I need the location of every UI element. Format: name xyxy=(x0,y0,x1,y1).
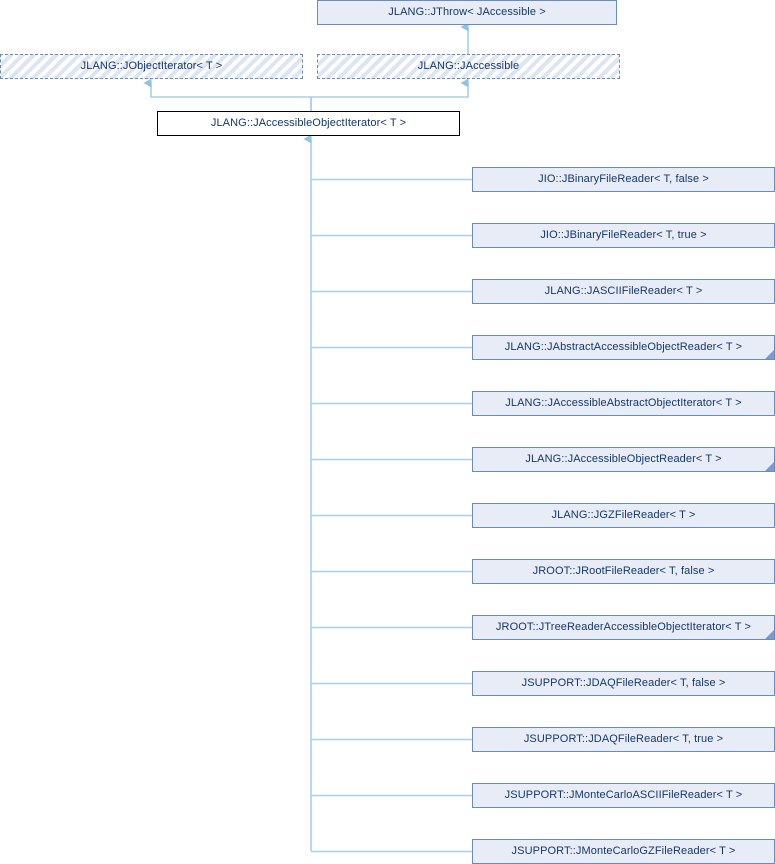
class-node-label: JLANG::JThrow< JAccessible > xyxy=(388,6,546,19)
class-node-derived[interactable]: JSUPPORT::JDAQFileReader< T, true > xyxy=(472,727,775,752)
class-node-derived[interactable]: JSUPPORT::JMonteCarloASCIIFileReader< T … xyxy=(472,783,775,808)
class-node-jobjectiterator[interactable]: JLANG::JObjectIterator< T > xyxy=(0,54,303,79)
class-node-label: JLANG::JAccessibleAbstractObjectIterator… xyxy=(505,397,742,410)
class-node-label: JIO::JBinaryFileReader< T, true > xyxy=(540,229,707,242)
edge-current-to-accessible xyxy=(310,78,469,111)
class-node-label: JLANG::JAbstractAccessibleObjectReader< … xyxy=(504,341,743,354)
class-node-label: JLANG::JAccessibleObjectIterator< T > xyxy=(210,117,407,130)
class-node-derived[interactable]: JLANG::JASCIIFileReader< T > xyxy=(472,279,775,304)
class-node-derived[interactable]: JLANG::JAbstractAccessibleObjectReader< … xyxy=(472,335,775,360)
class-node-label: JIO::JBinaryFileReader< T, false > xyxy=(538,173,709,186)
class-node-label: JLANG::JASCIIFileReader< T > xyxy=(544,285,703,298)
class-node-label: JLANG::JObjectIterator< T > xyxy=(80,60,223,73)
class-node-current[interactable]: JLANG::JAccessibleObjectIterator< T > xyxy=(157,111,460,136)
class-node-derived[interactable]: JROOT::JTreeReaderAccessibleObjectIterat… xyxy=(472,615,775,640)
class-node-jaccessible[interactable]: JLANG::JAccessible xyxy=(317,54,620,79)
class-node-derived[interactable]: JSUPPORT::JDAQFileReader< T, false > xyxy=(472,671,775,696)
class-node-label: JLANG::JAccessible xyxy=(417,60,520,73)
class-node-label: JROOT::JRootFileReader< T, false > xyxy=(532,565,715,578)
class-node-label: JLANG::JGZFileReader< T > xyxy=(551,509,696,522)
class-node-derived[interactable]: JROOT::JRootFileReader< T, false > xyxy=(472,559,775,584)
class-node-derived[interactable]: JIO::JBinaryFileReader< T, true > xyxy=(472,223,775,248)
class-node-derived[interactable]: JLANG::JGZFileReader< T > xyxy=(472,503,775,528)
class-node-derived[interactable]: JSUPPORT::JMonteCarloGZFileReader< T > xyxy=(472,839,775,864)
class-node-derived[interactable]: JLANG::JAccessibleObjectReader< T > xyxy=(472,447,775,472)
edge-branches xyxy=(311,178,472,853)
class-node-label: JSUPPORT::JDAQFileReader< T, false > xyxy=(521,677,726,690)
class-node-jthrow[interactable]: JLANG::JThrow< JAccessible > xyxy=(317,0,617,25)
edge-current-to-objectiterator xyxy=(143,78,312,111)
class-node-derived[interactable]: JIO::JBinaryFileReader< T, false > xyxy=(472,167,775,192)
class-node-label: JSUPPORT::JMonteCarloGZFileReader< T > xyxy=(511,845,736,858)
class-node-label: JROOT::JTreeReaderAccessibleObjectIterat… xyxy=(495,621,752,634)
class-node-label: JSUPPORT::JDAQFileReader< T, true > xyxy=(523,733,724,746)
class-node-label: JSUPPORT::JMonteCarloASCIIFileReader< T … xyxy=(504,789,743,802)
class-node-label: JLANG::JAccessibleObjectReader< T > xyxy=(525,453,722,466)
class-node-derived[interactable]: JLANG::JAccessibleAbstractObjectIterator… xyxy=(472,391,775,416)
